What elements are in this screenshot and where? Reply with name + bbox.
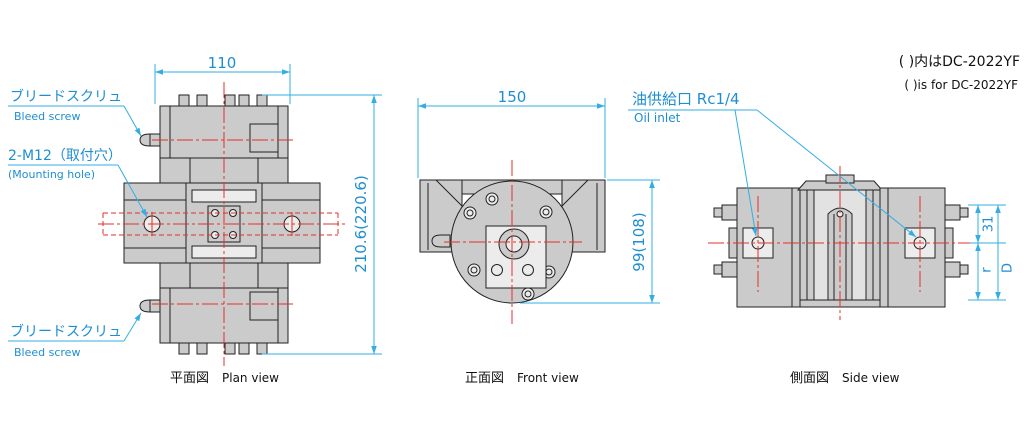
model-note-en: ( )is for DC-2022YF <box>904 78 1018 92</box>
mounting-hole-label-jp: 2-M12（取付穴） <box>8 148 122 164</box>
bleed-screw-bottom-leader <box>123 312 142 342</box>
side-left-bolt-top-head <box>713 207 723 218</box>
bolt <box>521 287 535 301</box>
oil-inlet-label-jp: 油供給口 Rc1/4 <box>632 90 740 108</box>
bolt <box>224 342 236 355</box>
bleed-screw-top-leader <box>123 105 142 137</box>
bolt-inner <box>542 208 550 216</box>
bolt-inner <box>488 195 496 203</box>
front-height-dimension-text: 99(108) <box>630 212 648 271</box>
side-right-bolt-top-head <box>959 207 969 218</box>
side-left-bolt-bottom-head <box>713 264 723 275</box>
bleed-screw-top-callout: ブリードスクリュ Bleed screw <box>8 88 142 137</box>
side-right-bolt-bottom-head <box>959 264 969 275</box>
side-right-bolt-top <box>944 204 961 221</box>
bleed-screw-top-label-en: Bleed screw <box>14 110 80 123</box>
bolt <box>485 192 499 206</box>
bolt <box>467 263 481 277</box>
oil-inlet-callout: 油供給口 Rc1/4 Oil inlet <box>628 90 917 238</box>
front-width-dimension-text: 150 <box>498 88 527 106</box>
side-left-bolt-bottom <box>721 261 738 278</box>
plan-view-caption-jp: 平面図 <box>170 371 209 386</box>
front-view-caption-en: Front view <box>517 371 579 385</box>
bleed-screw-bottom-label-jp: ブリードスクリュ <box>10 323 122 340</box>
side-view-caption-jp: 側面図 <box>790 371 829 386</box>
side-view: 31 r D 油供給口 Rc1/4 Oil inlet 側面図 Side vie… <box>628 90 1016 386</box>
bleed-screw-bottom-callout: ブリードスクリュ Bleed screw <box>8 312 142 359</box>
oil-inlet-leader-left <box>734 109 758 237</box>
side-dim-31-text: 31 <box>982 216 997 233</box>
side-right-bolt-bottom <box>944 261 961 278</box>
mounting-hole-label-en: (Mounting hole) <box>8 168 95 181</box>
bolt <box>256 94 268 107</box>
mounting-hole-callout: 2-M12（取付穴） (Mounting hole) <box>8 148 148 218</box>
plan-top-bolts <box>178 94 268 107</box>
bleed-screw-bottom-label-en: Bleed screw <box>14 346 80 359</box>
bolt <box>224 94 236 107</box>
bolt <box>256 342 268 355</box>
front-right-gusset <box>561 179 589 207</box>
bolt <box>539 205 553 219</box>
side-left-bolt-top <box>721 204 738 221</box>
bolt <box>178 342 190 355</box>
oil-inlet-leader-right <box>756 109 917 238</box>
front-left-gusset <box>435 179 463 207</box>
bolt <box>196 342 208 355</box>
front-shaft-inner <box>505 235 523 253</box>
bolt <box>196 94 208 107</box>
side-view-caption-en: Side view <box>842 371 900 385</box>
bolt-inner <box>466 209 474 217</box>
plan-lower-port <box>249 291 279 321</box>
mounting-hole-leader <box>117 164 148 218</box>
bleed-screw-top-label-jp: ブリードスクリュ <box>10 88 122 105</box>
plan-height-dimension-text: 210.6(220.6) <box>352 175 370 273</box>
bolt-inner <box>524 290 532 298</box>
bolt-inner <box>470 266 478 274</box>
plan-width-dimension-text: 110 <box>208 54 237 72</box>
bolt <box>238 94 250 107</box>
plan-upper-port <box>249 123 279 153</box>
bolt <box>463 206 477 220</box>
oil-inlet-label-en: Oil inlet <box>634 111 681 125</box>
plan-bottom-bolts <box>178 342 268 355</box>
front-view: 150 99(108) 正面図 Front view <box>417 88 660 386</box>
plan-mounting-plate <box>102 182 339 264</box>
front-view-caption-jp: 正面図 <box>465 371 504 386</box>
plan-view: 110 210.6(220.6) ブリードスクリュ Bleed screw 2-… <box>8 54 382 386</box>
bolt <box>491 264 503 276</box>
side-dim-r-text: r <box>980 267 995 273</box>
model-note-jp: ( )内はDC-2022YF <box>899 54 1020 70</box>
plan-view-caption-en: Plan view <box>222 371 279 385</box>
bolt <box>178 94 190 107</box>
bolt <box>238 342 250 355</box>
front-bleed-screw <box>431 234 451 248</box>
bolt <box>522 264 534 276</box>
side-dim-D-text: D <box>1001 263 1016 273</box>
